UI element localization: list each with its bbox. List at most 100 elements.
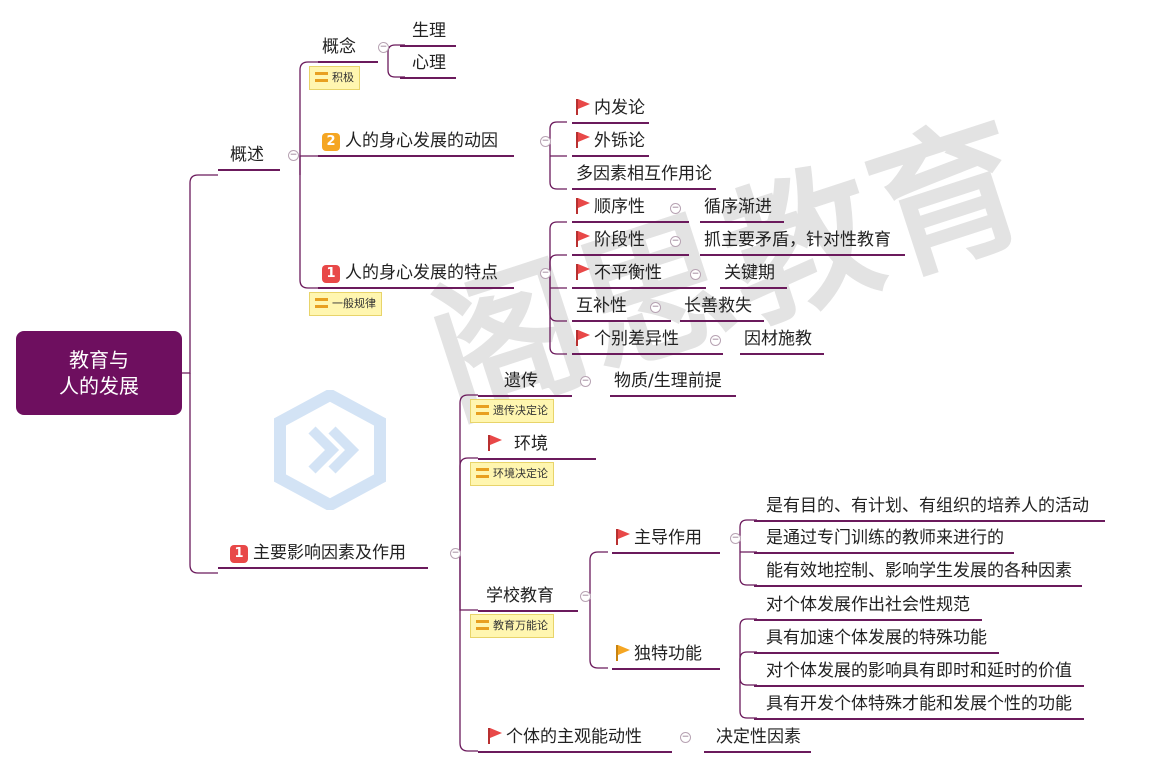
topic-psychology-label: 心理 (412, 53, 446, 73)
topic-feature-item[interactable]: 阶段性 (572, 229, 689, 256)
collapse-icon[interactable]: − (450, 548, 461, 559)
orange-flag-icon (616, 645, 630, 661)
topic-special-detail[interactable]: 具有加速个体发展的特殊功能 (754, 627, 999, 654)
topic-environment[interactable]: 环境 (478, 433, 596, 460)
tag-label: 遗传决定论 (470, 399, 554, 423)
topic-heredity-detail-label: 物质/生理前提 (614, 371, 722, 391)
topic-special-detail[interactable]: 具有开发个体特殊才能和发展个性的功能 (754, 693, 1084, 720)
topic-leading-detail[interactable]: 能有效地控制、影响学生发展的各种因素 (754, 560, 1082, 587)
topic-feature-detail[interactable]: 抓主要矛盾，针对性教育 (700, 229, 905, 256)
topic-agency-detail[interactable]: 决定性因素 (704, 726, 811, 753)
root-line1: 教育与 (69, 348, 129, 372)
tag-label: 环境决定论 (470, 462, 554, 486)
collapse-icon[interactable]: − (690, 269, 701, 280)
red-flag-icon (576, 330, 590, 346)
topic-agency-detail-label: 决定性因素 (716, 727, 801, 747)
topic-special-detail-label: 对个体发展的影响具有即时和延时的价值 (766, 661, 1072, 681)
topic-physiology-label: 生理 (412, 21, 446, 41)
topic-leading-detail[interactable]: 是通过专门训练的教师来进行的 (754, 527, 1014, 554)
topic-overview-label: 概述 (230, 145, 264, 165)
tag-text: 环境决定论 (493, 467, 548, 480)
red-flag-icon (576, 231, 590, 247)
collapse-icon[interactable]: − (710, 335, 721, 346)
topic-special-detail-label: 对个体发展作出社会性规范 (766, 595, 970, 615)
collapse-icon[interactable]: − (670, 203, 681, 214)
topic-agency-label: 个体的主观能动性 (506, 727, 642, 747)
topic-feature-item-label: 顺序性 (594, 197, 645, 217)
topic-feature-detail-label: 关键期 (724, 263, 775, 283)
priority-1-icon: 1 (230, 545, 248, 563)
red-flag-icon (576, 264, 590, 280)
topic-leading-role[interactable]: 主导作用 (612, 527, 720, 554)
topic-feature-detail[interactable]: 关键期 (720, 262, 787, 289)
topic-special-detail[interactable]: 对个体发展的影响具有即时和延时的价值 (754, 660, 1084, 687)
topic-environment-label: 环境 (514, 434, 548, 454)
priority-2-icon: 2 (322, 133, 340, 151)
collapse-icon[interactable]: − (540, 268, 551, 279)
topic-leading-detail-label: 是通过专门训练的教师来进行的 (766, 528, 1004, 548)
topic-heredity-label: 遗传 (504, 371, 538, 391)
topic-features[interactable]: 1 人的身心发展的特点 (318, 262, 514, 289)
topic-physiology[interactable]: 生理 (400, 20, 456, 47)
priority-1-icon: 1 (322, 265, 340, 283)
red-flag-icon (488, 435, 502, 451)
topic-feature-detail[interactable]: 因材施教 (740, 328, 824, 355)
tag-text: 教育万能论 (493, 619, 548, 632)
topic-motive-item[interactable]: 多因素相互作用论 (572, 163, 716, 190)
topic-feature-detail-label: 长善救失 (684, 296, 752, 316)
collapse-icon[interactable]: − (378, 42, 389, 53)
topic-heredity[interactable]: 遗传 (478, 370, 572, 397)
topic-heredity-detail[interactable]: 物质/生理前提 (610, 370, 736, 397)
collapse-icon[interactable]: − (730, 533, 741, 544)
red-flag-icon (576, 198, 590, 214)
topic-feature-item[interactable]: 互补性 (572, 295, 671, 322)
tag-label: 教育万能论 (470, 614, 554, 638)
collapse-icon[interactable]: − (680, 732, 691, 743)
collapse-icon[interactable]: − (540, 136, 551, 147)
collapse-icon[interactable]: − (670, 236, 681, 247)
label-icon (476, 620, 489, 630)
topic-school[interactable]: 学校教育 (478, 585, 578, 612)
topic-feature-item-label: 互补性 (576, 296, 627, 316)
topic-factors[interactable]: 1 主要影响因素及作用 (218, 542, 428, 569)
tag-text: 积极 (332, 71, 354, 84)
topic-concept[interactable]: 概念 (318, 36, 378, 63)
topic-motive-item[interactable]: 外铄论 (572, 130, 649, 157)
topic-motive-item-label: 外铄论 (594, 131, 645, 151)
topic-feature-detail-label: 抓主要矛盾，针对性教育 (704, 230, 891, 250)
topic-feature-detail-label: 因材施教 (744, 329, 812, 349)
collapse-icon[interactable]: − (650, 302, 661, 313)
collapse-icon[interactable]: − (580, 591, 591, 602)
topic-leading-role-label: 主导作用 (634, 528, 702, 548)
topic-overview[interactable]: 概述 (218, 144, 280, 171)
red-flag-icon (576, 99, 590, 115)
topic-factors-label: 主要影响因素及作用 (253, 543, 406, 563)
topic-feature-item-label: 不平衡性 (594, 263, 662, 283)
collapse-icon[interactable]: − (288, 150, 299, 161)
topic-psychology[interactable]: 心理 (400, 52, 456, 79)
topic-agency[interactable]: 个体的主观能动性 (478, 726, 672, 753)
topic-special-detail[interactable]: 对个体发展作出社会性规范 (754, 594, 982, 621)
topic-feature-item[interactable]: 顺序性 (572, 196, 689, 223)
collapse-icon[interactable]: − (580, 376, 591, 387)
topic-feature-item[interactable]: 个别差异性 (572, 328, 723, 355)
label-icon (476, 468, 489, 478)
topic-feature-detail[interactable]: 循序渐进 (700, 196, 784, 223)
label-icon (315, 298, 328, 308)
red-flag-icon (616, 529, 630, 545)
topic-motive-item[interactable]: 内发论 (572, 97, 649, 124)
root-topic[interactable]: 教育与人的发展 (16, 331, 182, 415)
red-flag-icon (488, 728, 502, 744)
topic-features-label: 人的身心发展的特点 (345, 263, 498, 283)
topic-feature-detail[interactable]: 长善救失 (680, 295, 764, 322)
topic-motive-item-label: 多因素相互作用论 (576, 164, 712, 184)
topic-special-function-label: 独特功能 (634, 644, 702, 664)
topic-special-function[interactable]: 独特功能 (612, 643, 720, 670)
topic-leading-detail[interactable]: 是有目的、有计划、有组织的培养人的活动 (754, 495, 1105, 522)
topic-feature-item-label: 个别差异性 (594, 329, 679, 349)
topic-special-detail-label: 具有加速个体发展的特殊功能 (766, 628, 987, 648)
tag-label: 一般规律 (309, 292, 382, 316)
topic-feature-item[interactable]: 不平衡性 (572, 262, 706, 289)
